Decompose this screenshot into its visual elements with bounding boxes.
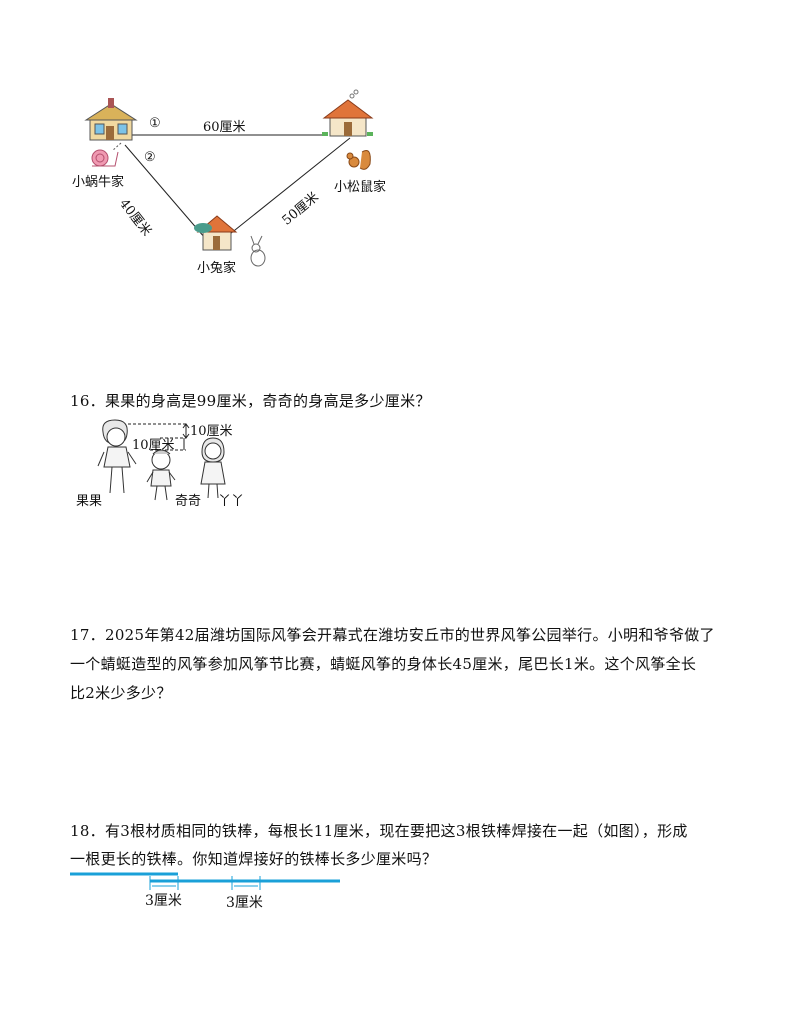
qiqi-figure bbox=[146, 449, 176, 501]
height-label-mid: 10厘米 bbox=[132, 438, 175, 453]
iron-bars-figure bbox=[70, 872, 340, 890]
q18-line2: 一根更长的铁棒。你知道焊接好的铁棒长多少厘米吗？ bbox=[70, 850, 438, 868]
squirrel-home-label: 小松鼠家 bbox=[334, 180, 387, 195]
route2-marker: ② bbox=[144, 150, 156, 165]
snail-house-icon bbox=[84, 98, 138, 141]
route-rabbit-squirrel bbox=[224, 137, 351, 239]
guoguo-figure bbox=[97, 419, 137, 494]
height-figure bbox=[97, 419, 226, 501]
snail-icon bbox=[91, 149, 119, 167]
rabbit-house-icon bbox=[194, 215, 238, 251]
q17-line2: 一个蜻蜓造型的风筝参加风筝节比赛，蜻蜓风筝的身体长45厘米，尾巴长1米。这个风筝… bbox=[70, 655, 697, 673]
route-snail-rabbit bbox=[124, 144, 206, 239]
name-yaya: 丫丫 bbox=[218, 494, 245, 509]
squirrel-icon bbox=[346, 150, 371, 170]
route1-marker: ① bbox=[149, 116, 161, 131]
q18-line1: 18．有3根材质相同的铁棒，每根长11厘米，现在要把这3根铁棒焊接在一起（如图）… bbox=[70, 822, 688, 840]
name-qiqi: 奇奇 bbox=[175, 494, 202, 509]
q17-line1: 17．2025年第42届潍坊国际风筝会开幕式在潍坊安丘市的世界风筝公园举行。小明… bbox=[70, 626, 715, 644]
overlap-label-2: 3厘米 bbox=[226, 895, 263, 911]
route-map bbox=[84, 89, 374, 267]
squirrel-house-icon bbox=[322, 89, 374, 137]
rabbit-icon bbox=[250, 235, 266, 267]
height-label-top: 10厘米 bbox=[190, 424, 233, 439]
rabbit-home-label: 小兔家 bbox=[197, 261, 237, 276]
overlap-label-1: 3厘米 bbox=[145, 893, 182, 909]
yaya-figure bbox=[200, 437, 226, 499]
name-guoguo: 果果 bbox=[76, 494, 103, 509]
snail-home-label: 小蜗牛家 bbox=[72, 175, 125, 190]
q16-text: 16．果果的身高是99厘米，奇奇的身高是多少厘米？ bbox=[70, 392, 431, 410]
dist-snail-squirrel: 60厘米 bbox=[203, 120, 246, 135]
q17-line3: 比2米少多少？ bbox=[70, 684, 172, 702]
